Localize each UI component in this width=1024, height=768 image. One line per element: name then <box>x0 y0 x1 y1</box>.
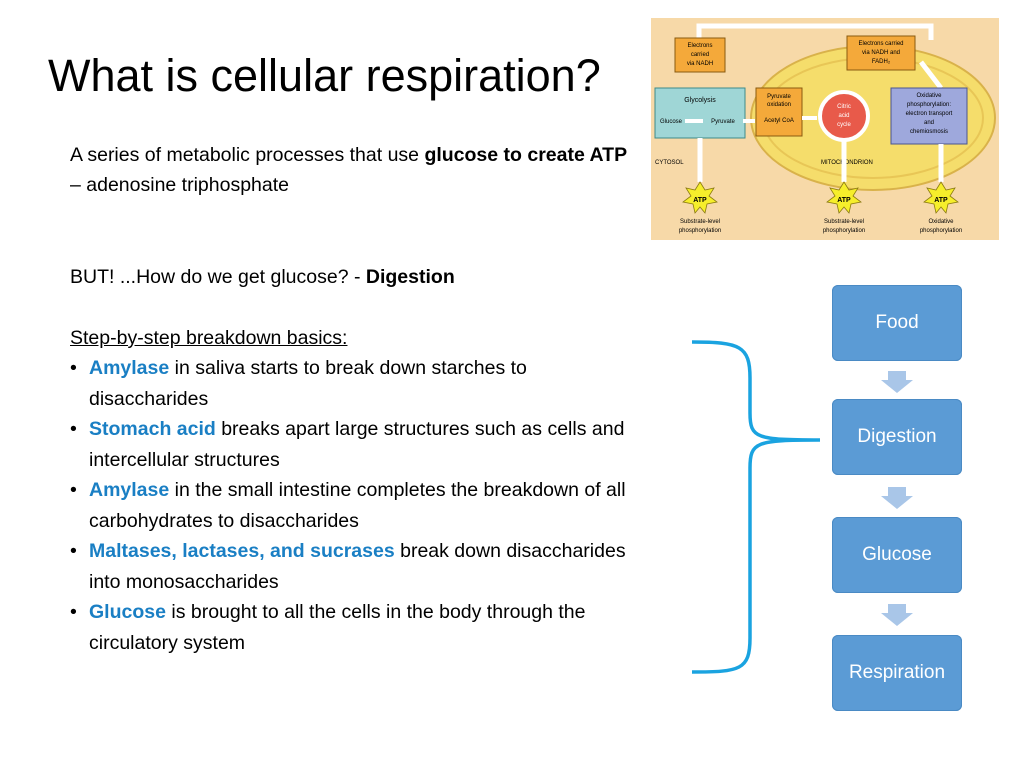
but-line: BUT! ...How do we get glucose? - Digesti… <box>70 262 630 292</box>
list-item: • Maltases, lactases, and sucrases break … <box>70 536 650 597</box>
intro-bold: glucose to create ATP <box>424 144 628 166</box>
step-text: is brought to all the cells in the body … <box>89 601 586 654</box>
flow-arrow-2 <box>881 487 913 509</box>
citric-label-2: acid <box>838 113 849 119</box>
nadh-fadh-label-1: Electrons carried <box>858 41 903 47</box>
oxphos-box <box>890 87 968 145</box>
oxphos-label-5: chemiosmosis <box>910 129 948 135</box>
atp-burst-3: ATP <box>923 181 959 214</box>
glycolysis-box <box>654 87 746 139</box>
nadh-fadh-label-3: FADH₂ <box>872 59 891 65</box>
pyruvate-oxidation-label-1: Pyruvate <box>767 94 791 100</box>
output-1-line-1: Substrate-level <box>680 219 720 225</box>
glucose-label: Glucose <box>660 119 683 125</box>
flow-box-glucose: Glucose <box>832 517 962 593</box>
oxphos-label-3: electron transport <box>906 111 953 117</box>
list-item: • Amylase in saliva starts to break down … <box>70 353 650 414</box>
steps-heading: Step-by-step breakdown basics: <box>70 327 348 349</box>
step-text: in the small intestine completes the bre… <box>89 479 626 532</box>
cytosol-label: CYTOSOL <box>655 160 684 166</box>
list-item: • Glucose is brought to all the cells in … <box>70 597 650 658</box>
list-item: • Amylase in the small intestine complete… <box>70 475 650 536</box>
intro-text: A series of metabolic processes that use <box>70 144 425 166</box>
cellular-respiration-diagram: Electrons carried via NADH Electrons car… <box>651 18 999 240</box>
output-3-line-1: Oxidative <box>928 219 954 225</box>
pyruvate-oxidation-box <box>755 87 803 137</box>
steps-list: • Amylase in saliva starts to break down … <box>70 353 650 658</box>
step-keyword: Glucose <box>89 601 166 623</box>
bullet: • <box>70 357 77 379</box>
but-text: BUT! ...How do we get glucose? - <box>70 266 366 288</box>
bullet: • <box>70 418 77 440</box>
step-keyword: Maltases, lactases, and sucrases <box>89 540 395 562</box>
step-keyword: Amylase <box>89 357 170 379</box>
acetyl-coa-label: Acetyl CoA <box>764 118 794 124</box>
step-keyword: Amylase <box>89 479 170 501</box>
nadh-label-1: Electrons <box>687 43 712 49</box>
slide-title: What is cellular respiration? <box>48 50 601 101</box>
output-2-line-1: Substrate-level <box>824 219 864 225</box>
nadh-label-3: via NADH <box>687 61 713 67</box>
glycolysis-label: Glycolysis <box>684 97 716 104</box>
flow-box-food: Food <box>832 285 962 361</box>
oxphos-label-2: phosphorylation: <box>907 102 951 108</box>
fadh-arrow <box>919 60 943 90</box>
nadh-fadh-box <box>846 35 916 71</box>
output-3-line-2: phosphorylation <box>920 228 962 234</box>
citric-label-3: cycle <box>837 122 851 128</box>
oxphos-label-1: Oxidative <box>916 93 942 99</box>
atp-label-2: ATP <box>837 197 851 204</box>
intro-text-after: – adenosine triphosphate <box>70 174 290 196</box>
bullet: • <box>70 601 77 623</box>
output-2-line-2: phosphorylation <box>823 228 865 234</box>
curly-brace <box>691 340 821 674</box>
flow-arrow-3 <box>881 604 913 626</box>
list-item: • Stomach acid breaks apart large structu… <box>70 414 650 475</box>
citric-label-1: Citric <box>837 104 851 110</box>
pyruvate-label: Pyruvate <box>711 119 735 125</box>
output-1-line-2: phosphorylation <box>679 228 721 234</box>
but-bold: Digestion <box>365 266 455 288</box>
atp-label-3: ATP <box>934 197 948 204</box>
oxphos-label-4: and <box>924 120 934 126</box>
pyruvate-oxidation-label-2: oxidation <box>767 102 791 108</box>
step-text: break down disaccharides into monosaccha… <box>89 540 626 593</box>
flow-arrow-1 <box>881 371 913 393</box>
step-text: in saliva starts to break down starches … <box>89 357 527 410</box>
nadh-label-2: carried <box>691 52 709 58</box>
atp-label-1: ATP <box>693 197 707 204</box>
atp-burst-1: ATP <box>682 181 718 214</box>
nadh-box <box>674 37 726 73</box>
atp-burst-2: ATP <box>826 181 862 214</box>
mitochondrion-label: MITOCHONDRION <box>821 160 873 166</box>
flow-box-digestion: Digestion <box>832 399 962 475</box>
flow-box-respiration: Respiration <box>832 635 962 711</box>
bullet: • <box>70 479 77 501</box>
intro-paragraph: A series of metabolic processes that use… <box>70 140 630 200</box>
brace-path <box>691 340 821 674</box>
step-text: breaks apart large structures such as ce… <box>89 418 625 471</box>
step-keyword: Stomach acid <box>89 418 216 440</box>
nadh-fadh-label-2: via NADH and <box>862 50 900 56</box>
bullet: • <box>70 540 77 562</box>
